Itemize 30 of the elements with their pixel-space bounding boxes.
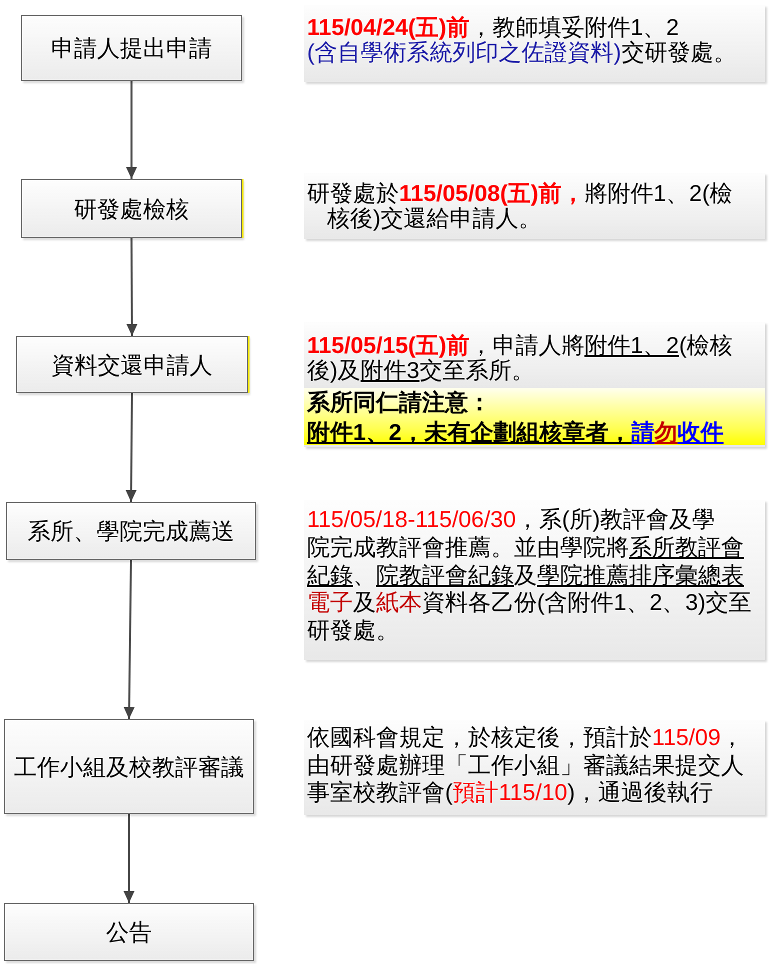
arrow — [124, 814, 134, 903]
note-text: 115/05/18-115/06/30，系(所)教評會及學院完成教評會推薦。並由學院將系所教評會紀錄、院教評會紀錄及學院推薦排序彙總表電子及紙本資料各乙份(含附件1、2、3)交至研發處。 — [307, 506, 752, 645]
step-label: 工作小組及校教評審議 — [14, 752, 244, 780]
process-box — [21, 15, 242, 81]
note-text: 研發處於115/05/08(五)前，將附件1、2(檢核後)交還給申請人。 — [307, 180, 733, 230]
highlight-band — [304, 388, 765, 445]
process-box — [6, 502, 256, 560]
arrow — [126, 238, 138, 336]
note-text: 115/05/15(五)前，申請人將附件1、2(檢核後)及附件3交至系所。 — [307, 332, 734, 382]
process-box — [16, 336, 248, 393]
note-panel — [304, 5, 765, 82]
step-label: 資料交還申請人 — [52, 350, 212, 378]
note-text: 依國科會規定，於核定後，預計於115/09，由研發處辦理「工作小組」審議結果提交人事室校教評會(預計115/10)，通過後執行 — [307, 724, 744, 806]
process-box — [4, 903, 254, 961]
arrow — [126, 81, 137, 179]
step-label: 研發處檢核 — [74, 194, 189, 222]
note-panel — [304, 720, 765, 815]
process-box — [4, 719, 254, 814]
step-label: 系所、學院完成薦送 — [28, 517, 234, 545]
note-text: 115/04/24(五)前，教師填妥附件1、2(含自學術系統列印之佐證資料)交研發處。 — [307, 14, 736, 64]
note-panel — [304, 500, 765, 660]
arrow — [126, 392, 137, 502]
step-label: 申請人提出申請 — [51, 34, 212, 62]
notice-text: 附件1、2，未有企劃組核章者，請勿收件 — [307, 419, 724, 445]
notice-heading: 系所同仁請注意： — [307, 389, 491, 415]
process-box — [21, 179, 242, 238]
arrow — [124, 560, 135, 720]
step-label: 公告 — [106, 918, 152, 946]
note-panel — [304, 173, 765, 239]
note-panel — [304, 322, 765, 447]
